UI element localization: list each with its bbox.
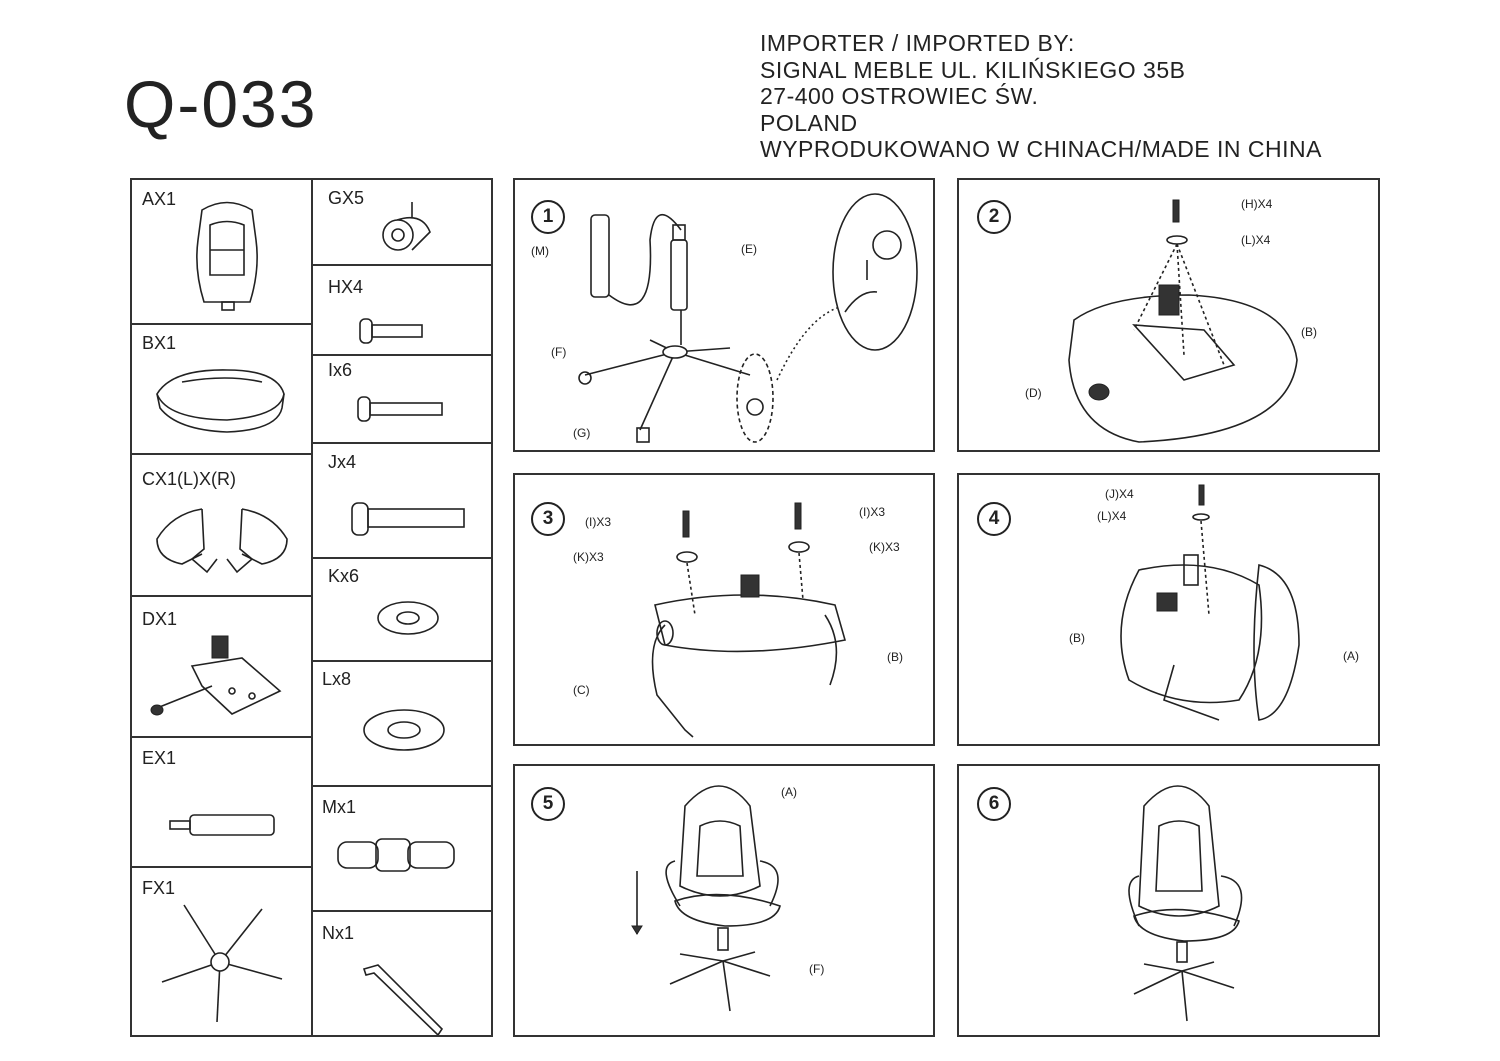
importer-line: 27-400 OSTROWIEC ŚW. <box>760 83 1039 109</box>
step-number-3: 3 <box>531 502 565 536</box>
parts-grid-lines <box>132 180 491 1035</box>
importer-line: SIGNAL MEBLE UL. KILIŃSKIEGO 35B <box>760 56 1186 83</box>
callout-h: (H)X4 <box>1241 197 1273 211</box>
washer-large-icon <box>363 709 445 751</box>
backrest-icon <box>196 201 258 311</box>
importer-line: POLAND <box>760 109 858 136</box>
step-number-5: 5 <box>531 787 565 821</box>
part-label-hx4: HX4 <box>328 277 364 297</box>
part-label-dx1: DX1 <box>142 609 178 629</box>
callout-b: (B) <box>1301 325 1317 339</box>
step-5-panel: 5 (A) (F) <box>513 764 935 1037</box>
step-4-illustration <box>1120 484 1300 721</box>
part-label-ex1: EX1 <box>142 748 177 768</box>
step-2-panel: 2 (H)X4 (L)X4 (B) (D) <box>957 178 1380 452</box>
callout-d: (D) <box>1025 386 1042 400</box>
caster-icon <box>382 202 431 251</box>
callout-j: (J)X4 <box>1105 487 1134 501</box>
part-label-jx4: Jx4 <box>328 452 357 472</box>
callout-b: (B) <box>887 650 903 664</box>
step-number-6: 6 <box>977 787 1011 821</box>
step-1-panel: 1 (M) (E) (F) (G) <box>513 178 935 452</box>
callout-a: (A) <box>781 785 797 799</box>
part-label-ax1: AX1 <box>142 189 177 209</box>
gas-lift-icon <box>169 814 275 836</box>
part-label-ix6: Ix6 <box>328 360 353 380</box>
armrests-icon <box>156 508 288 574</box>
callout-g: (G) <box>573 426 591 440</box>
model-number: Q-033 <box>124 67 318 141</box>
part-label-kx6: Kx6 <box>328 566 360 586</box>
bolt-short-icon <box>359 318 423 344</box>
step-6-panel: 6 <box>957 764 1380 1037</box>
step-number-2: 2 <box>977 200 1011 234</box>
step-number-4: 4 <box>977 502 1011 536</box>
callout-m: (M) <box>531 244 549 258</box>
callout-l: (L)X4 <box>1241 233 1271 247</box>
callout-a: (A) <box>1343 649 1359 663</box>
importer-line: IMPORTER / IMPORTED BY: <box>760 30 1075 56</box>
callout-b: (B) <box>1069 631 1085 645</box>
seat-cushion-icon <box>156 369 285 433</box>
part-label-nx1: Nx1 <box>322 923 355 943</box>
callout-i-right: (I)X3 <box>859 505 886 519</box>
part-label-lx8: Lx8 <box>322 669 352 689</box>
callout-l: (L)X4 <box>1097 509 1127 523</box>
step-3-panel: 3 (I)X3 (K)X3 (I)X3 (K)X3 (B) (C) <box>513 473 935 746</box>
part-label-bx1: BX1 <box>142 333 177 353</box>
callout-f: (F) <box>809 962 825 976</box>
washer-small-icon <box>377 601 439 635</box>
step-4-panel: 4 (J)X4 (L)X4 (B) (A) <box>957 473 1380 746</box>
bolt-medium-icon <box>357 396 443 422</box>
callout-f: (F) <box>551 345 567 359</box>
part-label-mx1: Mx1 <box>322 797 357 817</box>
callout-e: (E) <box>741 242 757 256</box>
step-1-illustration <box>578 193 918 443</box>
importer-info: IMPORTER / IMPORTED BY: SIGNAL MEBLE UL.… <box>760 30 1322 163</box>
star-base-icon <box>161 904 283 1023</box>
step-3-illustration <box>651 502 847 738</box>
part-label-fx1: FX1 <box>142 878 176 898</box>
part-label-cx1: CX1(L)X(R) <box>142 469 237 489</box>
step-6-illustration <box>1128 785 1243 1022</box>
gas-lift-cover-icon <box>337 838 455 872</box>
callout-k-right: (K)X3 <box>869 540 900 554</box>
part-label-gx5: GX5 <box>328 188 365 208</box>
tilt-mechanism-icon <box>150 635 282 716</box>
bolt-long-icon <box>351 502 465 536</box>
importer-line: WYPRODUKOWANO W CHINACH/MADE IN CHINA <box>760 136 1322 162</box>
callout-c: (C) <box>573 683 590 697</box>
step-2-illustration <box>1068 199 1298 443</box>
step-5-illustration <box>631 785 781 1012</box>
callout-k-left: (K)X3 <box>573 550 604 564</box>
parts-list-table: AX1 BX1 CX1(L)X(R) DX1 EX1 FX1 <box>130 178 493 1037</box>
callout-i-left: (I)X3 <box>585 515 612 529</box>
step-number-1: 1 <box>531 200 565 234</box>
allen-key-icon <box>362 964 444 1035</box>
